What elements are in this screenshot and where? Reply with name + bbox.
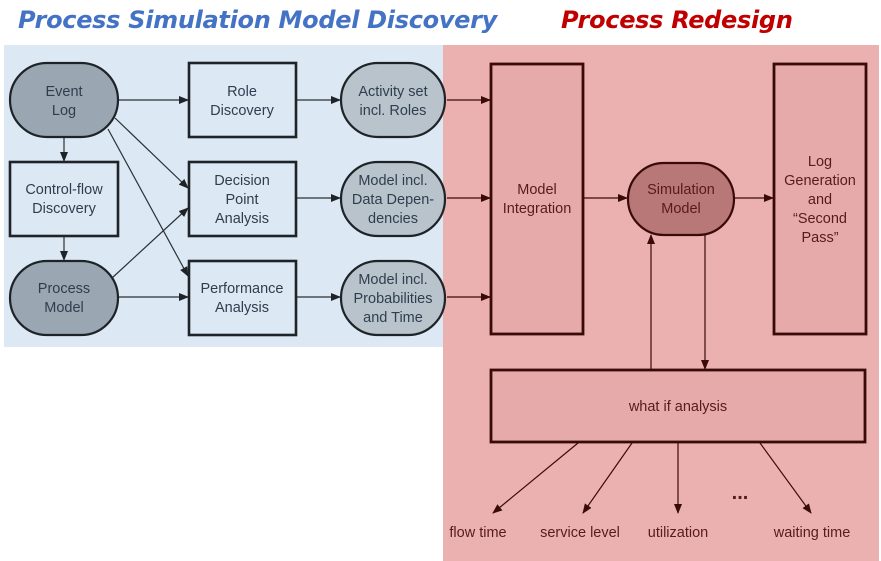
label-line: incl. Roles bbox=[360, 103, 427, 119]
label-line: Decision bbox=[214, 173, 270, 189]
label-line: Log bbox=[808, 154, 832, 170]
label-line: Event bbox=[45, 84, 82, 100]
redesign-title: Process Redesign bbox=[561, 6, 793, 34]
label-line: dencies bbox=[368, 211, 418, 227]
label-line: and bbox=[808, 192, 832, 208]
edge-eventlog-decision bbox=[114, 117, 189, 189]
label-line: Model incl. bbox=[358, 173, 427, 189]
label-line: “Second bbox=[793, 211, 847, 227]
label-line: Data Depen- bbox=[352, 192, 434, 208]
label-line: Activity set bbox=[358, 84, 427, 100]
node-what-if-analysis[interactable]: what if analysis bbox=[489, 368, 867, 444]
svg-text:Model incl.Data Depen-dencies: Model incl. Data Depen-dencies bbox=[352, 173, 434, 227]
label-line: Discovery bbox=[32, 201, 96, 217]
output-service-level: service level bbox=[540, 525, 620, 541]
label-line: Role bbox=[227, 84, 257, 100]
label-line: Model bbox=[517, 182, 557, 198]
edge-processmodel-decision bbox=[111, 207, 189, 279]
label-line: Log bbox=[52, 103, 76, 119]
label-line: Control-flow bbox=[25, 182, 103, 198]
label-line: what if analysis bbox=[628, 399, 727, 415]
output-utilization: utilization bbox=[648, 525, 708, 541]
edge-whatif-servicelevel bbox=[582, 442, 633, 514]
label-line: Simulation bbox=[647, 182, 715, 198]
edge-eventlog-performance bbox=[107, 128, 189, 277]
label-line: Model incl. bbox=[358, 272, 427, 288]
label-line: Generation bbox=[784, 173, 856, 189]
label-line: Analysis bbox=[215, 211, 269, 227]
label-line: Integration bbox=[503, 201, 572, 217]
node-model-probabilities-time[interactable]: Model incl. Probabilities and Time bbox=[339, 259, 447, 337]
label-line: Discovery bbox=[210, 103, 274, 119]
label-line: Performance bbox=[200, 281, 283, 297]
label-line: Model bbox=[44, 300, 84, 316]
output-waiting-time: waiting time bbox=[773, 525, 851, 541]
edge-whatif-flowtime bbox=[492, 442, 579, 514]
output-flow-time: flow time bbox=[449, 525, 506, 541]
label-line: and Time bbox=[363, 310, 423, 326]
edge-whatif-waitingtime bbox=[759, 442, 812, 514]
node-model-data-dependencies[interactable]: Model incl. Data Depen-dencies bbox=[339, 160, 447, 238]
node-activity-set[interactable]: Activity set incl. Roles bbox=[339, 61, 447, 139]
output-ellipsis: ... bbox=[732, 482, 749, 504]
label-line: Pass” bbox=[801, 230, 838, 246]
label-line: Model bbox=[661, 201, 701, 217]
discovery-title: Process Simulation Model Discovery bbox=[18, 6, 498, 34]
label-line: Point bbox=[225, 192, 258, 208]
label-line: Probabilities bbox=[354, 291, 433, 307]
label-line: Process bbox=[38, 281, 90, 297]
label-line: Analysis bbox=[215, 300, 269, 316]
